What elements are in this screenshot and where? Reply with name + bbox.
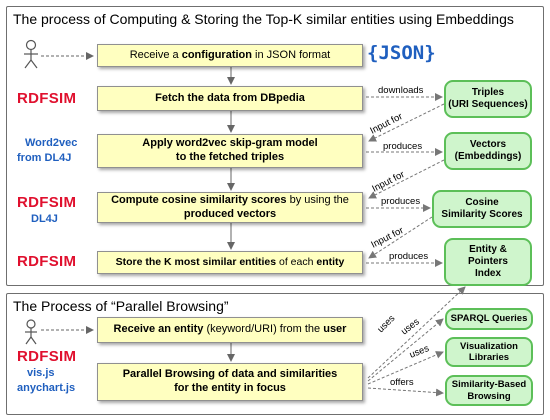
compute-pre: Compute cosine similarity scores <box>111 193 287 206</box>
vis-libs-line2: Libraries <box>468 352 510 363</box>
json-logo: {JSON} <box>367 42 436 64</box>
tool-word2vec-line1: Word2vec <box>25 137 78 149</box>
tool-rdfsim-compute: RDFSIM <box>17 194 77 211</box>
step-fetch-data: Fetch the data from DBpedia <box>97 86 363 111</box>
tool-rdfsim-browse: RDFSIM <box>17 348 77 365</box>
sparql-label: SPARQL Queries <box>450 313 528 325</box>
receive-config-key: configuration <box>181 48 252 61</box>
output-entity-index: Entity & Pointers Index <box>444 238 532 286</box>
receive-config-pre: Receive a <box>129 48 182 61</box>
tool-rdfsim-store: RDFSIM <box>17 253 77 270</box>
edge-label-input-for-1: Input for <box>368 111 404 137</box>
step-parallel-browsing: Parallel Browsing of data and similariti… <box>97 363 363 401</box>
tool-rdfsim-fetch: RDFSIM <box>17 90 77 107</box>
vis-libs-line1: Visualization <box>460 340 518 352</box>
receive-entity-mid: (keyword/URI) from the <box>203 323 324 336</box>
edge-label-input-for-3: Input for <box>369 225 405 251</box>
tool-visjs: vis.js <box>27 367 55 379</box>
store-pre: Store the <box>115 255 165 268</box>
vectors-line2: (Embeddings) <box>454 151 522 162</box>
edge-label-input-for-2: Input for <box>370 169 406 195</box>
step-compute-cosine: Compute cosine similarity scores by usin… <box>97 192 363 223</box>
edge-label-produces-3: produces <box>389 251 428 262</box>
user-icon-bottom <box>25 319 37 345</box>
vectors-line1: Vectors <box>469 139 507 150</box>
apply-line1: Apply word2vec skip-gram model <box>142 137 318 150</box>
triples-line2: (URI Sequences) <box>448 99 528 110</box>
compute-line2: produced vectors <box>183 207 277 220</box>
edge-label-produces-1: produces <box>383 141 422 152</box>
edge-label-uses-1: uses <box>375 313 397 335</box>
index-line2: Pointers <box>467 256 508 267</box>
edge-label-offers: offers <box>390 377 414 388</box>
step-apply-word2vec: Apply word2vec skip-gram model to the fe… <box>97 134 363 168</box>
cosine-line1: Cosine <box>465 197 499 208</box>
parallel-line2: for the entity in focus <box>174 382 286 394</box>
output-visualization-libraries: Visualization Libraries <box>445 337 533 367</box>
output-sparql-queries: SPARQL Queries <box>445 308 533 330</box>
store-k2: entity <box>316 255 345 268</box>
output-vectors: Vectors (Embeddings) <box>444 132 532 170</box>
edge-label-downloads: downloads <box>378 85 424 96</box>
store-mid: of each <box>276 255 317 268</box>
step-receive-configuration: Receive a configuration in JSON format <box>97 44 363 67</box>
apply-line2: to the fetched triples <box>175 151 285 163</box>
fetch-key: DBpedia <box>260 91 305 104</box>
cosine-line2: Similarity Scores <box>441 209 523 220</box>
fetch-pre: Fetch the data from <box>155 91 261 104</box>
output-triples: Triples (URI Sequences) <box>444 80 532 118</box>
compute-mid: by using the <box>286 193 349 206</box>
index-line3: Index <box>474 268 502 279</box>
user-icon-top <box>24 39 38 69</box>
sim-browse-line1: Similarity-Based <box>451 379 527 391</box>
tool-anychart: anychart.js <box>17 382 76 394</box>
sim-browse-line2: Browsing <box>467 390 511 402</box>
step-store-top-k: Store the K most similar entities of eac… <box>97 251 363 274</box>
edge-label-uses-2: uses <box>399 316 422 337</box>
bottom-panel-title: The Process of “Parallel Browsing” <box>13 298 229 314</box>
parallel-line1: Parallel Browsing of data and similariti… <box>122 368 338 381</box>
triples-line1: Triples <box>471 87 505 98</box>
tool-word2vec-line2: from DL4J <box>17 152 72 164</box>
receive-entity-user: user <box>323 323 347 336</box>
receive-entity-key: entity <box>174 323 204 336</box>
top-panel-title: The process of Computing & Storing the T… <box>13 11 514 27</box>
output-similarity-browsing: Similarity-Based Browsing <box>445 375 533 406</box>
step-receive-entity: Receive an entity (keyword/URI) from the… <box>97 317 363 343</box>
store-k1: K most similar entities <box>164 255 277 268</box>
receive-config-post: in JSON format <box>252 48 331 61</box>
output-cosine-scores: Cosine Similarity Scores <box>432 190 532 228</box>
receive-entity-pre: Receive an <box>113 323 175 336</box>
tool-dl4j: DL4J <box>31 213 58 225</box>
index-line1: Entity & <box>469 244 507 255</box>
edge-label-produces-2: produces <box>381 196 420 207</box>
